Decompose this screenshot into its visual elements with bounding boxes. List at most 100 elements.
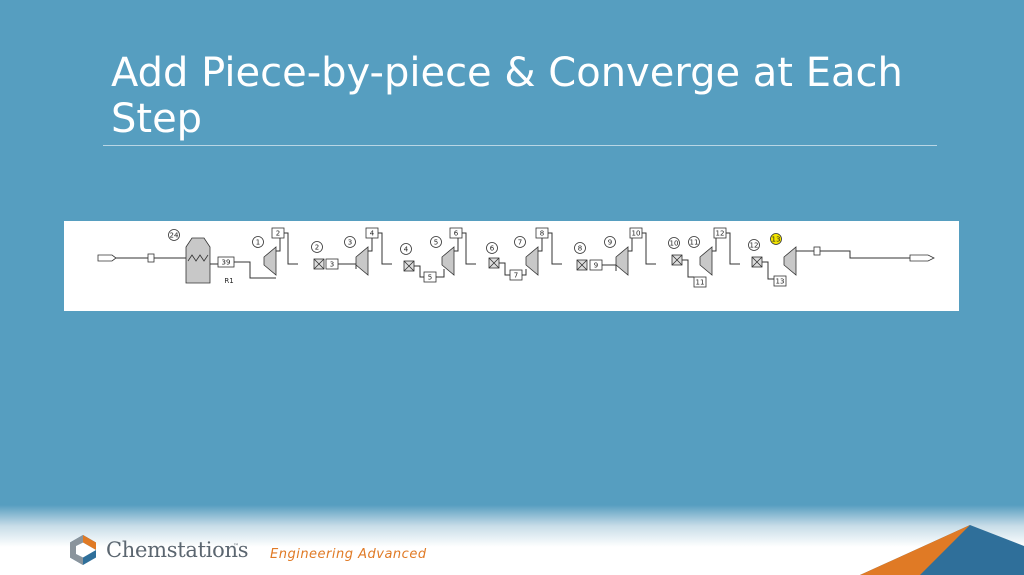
company-name: Chemstations [106, 538, 249, 562]
stream-number-box [693, 276, 707, 288]
unit-label-8: 8 [578, 245, 582, 253]
stream-line [522, 269, 527, 276]
unit-number-circle [430, 236, 442, 248]
unit-label-6: 6 [490, 245, 495, 253]
feed-arrow-icon [97, 254, 117, 262]
unit-number-circle [688, 236, 700, 248]
stream-line [234, 261, 276, 279]
unit-label-12s: 12 [716, 230, 725, 238]
unit-label-10: 10 [670, 240, 679, 248]
product-arrow-icon [909, 254, 935, 262]
compressor-icon [615, 246, 629, 276]
compressor-icon [699, 246, 713, 276]
unit-number-circle [400, 243, 412, 255]
stream-number-box [509, 269, 523, 281]
compressor-icon [783, 246, 797, 276]
unit-number-circle [514, 236, 526, 248]
unit-label-5: 5 [434, 239, 438, 247]
unit-label-24: 24 [170, 232, 179, 240]
stream-line [642, 232, 656, 265]
stream-line [336, 263, 357, 269]
compressor-icon [441, 246, 455, 276]
stream-line [602, 264, 617, 271]
unit-label-9: 9 [608, 239, 612, 247]
stream-line [499, 262, 510, 276]
stream-line [762, 261, 774, 280]
stream-number-box [449, 227, 463, 239]
unit-label-8s: 8 [540, 230, 544, 238]
stream-line [284, 232, 298, 265]
stream-line [820, 250, 910, 259]
stream-line [548, 232, 562, 265]
valve-cross [403, 260, 415, 272]
stream-line [414, 265, 424, 278]
stream-line [378, 232, 392, 265]
unit-label-9s: 9 [594, 262, 598, 270]
valve-cross [671, 254, 683, 266]
unit-label-3s: 3 [330, 261, 334, 269]
unit-number-circle [770, 233, 782, 245]
unit-number-circle [344, 236, 356, 248]
unit-label-39: 39 [222, 259, 231, 267]
unit-label-7: 7 [518, 239, 522, 247]
stream-line [682, 259, 694, 278]
unit-label-5s: 5 [428, 274, 432, 282]
valve-cross [751, 256, 763, 268]
stream-number-box [217, 256, 235, 268]
footer-band [0, 505, 1024, 575]
unit-label-13: 13 [772, 236, 781, 244]
unit-label-2s: 2 [276, 230, 280, 238]
heater-coil-icon [187, 254, 209, 262]
unit-number-circle [168, 229, 180, 241]
unit-number-circle [668, 237, 680, 249]
unit-label-3: 3 [348, 239, 352, 247]
stream-line [462, 232, 476, 265]
unit-label-13s: 13 [776, 278, 785, 286]
stream-line [726, 232, 740, 265]
unit-label-4: 4 [404, 246, 409, 254]
mixer-icon [147, 253, 155, 263]
unit-label-11s: 11 [696, 279, 705, 287]
valve-cross [576, 259, 588, 271]
title-divider [103, 145, 937, 146]
stream-number-box [535, 227, 549, 239]
stream-number-box [773, 275, 787, 287]
unit-label-11: 11 [690, 239, 699, 247]
stream-number-box [629, 227, 643, 239]
stream-number-box [423, 271, 437, 283]
corner-accent-graphic [860, 525, 1024, 575]
reactor-icon [185, 237, 211, 284]
unit-label-1: 1 [256, 239, 260, 247]
valve-cross [488, 257, 500, 269]
stream-number-box [713, 227, 727, 239]
unit-label-6s: 6 [454, 230, 459, 238]
compressor-icon [263, 246, 277, 276]
stream-number-box [271, 227, 285, 239]
unit-number-circle [748, 239, 760, 251]
stream-number-box [325, 258, 339, 270]
compressor-icon [525, 246, 539, 276]
unit-label-7s: 7 [514, 272, 518, 280]
unit-number-circle [486, 242, 498, 254]
unit-number-circle [252, 236, 264, 248]
unit-label-10s: 10 [632, 230, 641, 238]
unit-label-12: 12 [750, 242, 759, 250]
trademark-symbol: ™ [233, 543, 239, 550]
unit-number-circle [574, 242, 586, 254]
unit-label-4s: 4 [370, 230, 375, 238]
unit-label-2: 2 [315, 244, 319, 252]
stream-number-box [365, 227, 379, 239]
company-tagline: Engineering Advanced [270, 547, 427, 562]
stream-number-box [589, 259, 603, 271]
compressor-icon [355, 246, 369, 276]
chemstations-logo-icon [70, 535, 96, 565]
stream-line [436, 269, 445, 278]
mixer-icon [813, 246, 821, 256]
unit-number-circle [311, 241, 323, 253]
valve-cross [313, 258, 325, 270]
unit-label-R1: R1 [224, 277, 233, 285]
slide-title: Add Piece-by-piece & Converge at Each St… [111, 50, 903, 142]
unit-number-circle [604, 236, 616, 248]
